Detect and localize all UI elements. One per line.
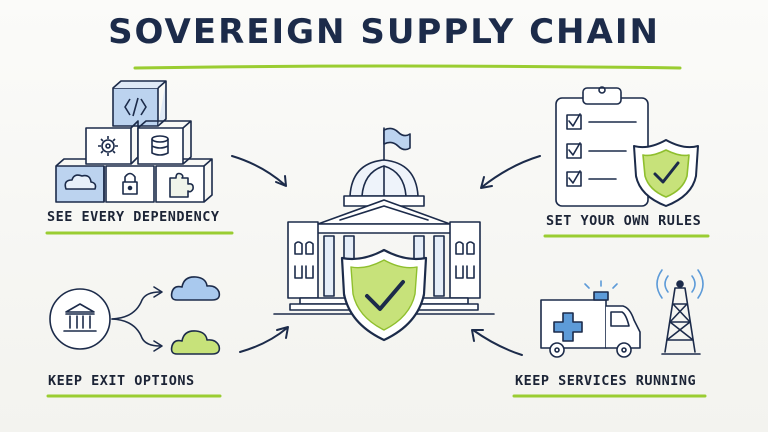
label-see-every-dependency: SEE EVERY DEPENDENCY — [47, 209, 220, 225]
dependency-cubes-icon — [55, 80, 213, 203]
diagram-title: SOVEREIGN SUPPLY CHAIN — [108, 12, 660, 52]
rules-clipboard-icon — [555, 86, 699, 207]
arrow-from-rules — [481, 155, 541, 188]
title-underline — [133, 64, 682, 70]
label-keep-services-running: KEEP SERVICES RUNNING — [515, 373, 697, 389]
flow-arrows — [231, 155, 541, 356]
label-set-your-own-rules: SET YOUR OWN RULES — [546, 213, 702, 229]
services-running-icon — [540, 269, 704, 358]
shield-check-icon — [340, 248, 428, 342]
arrow-from-exit — [239, 327, 288, 353]
exit-options-icon — [49, 276, 221, 355]
arrow-from-running — [472, 329, 523, 356]
arrow-from-dependency — [231, 155, 286, 186]
label-keep-exit-options: KEEP EXIT OPTIONS — [48, 373, 195, 389]
